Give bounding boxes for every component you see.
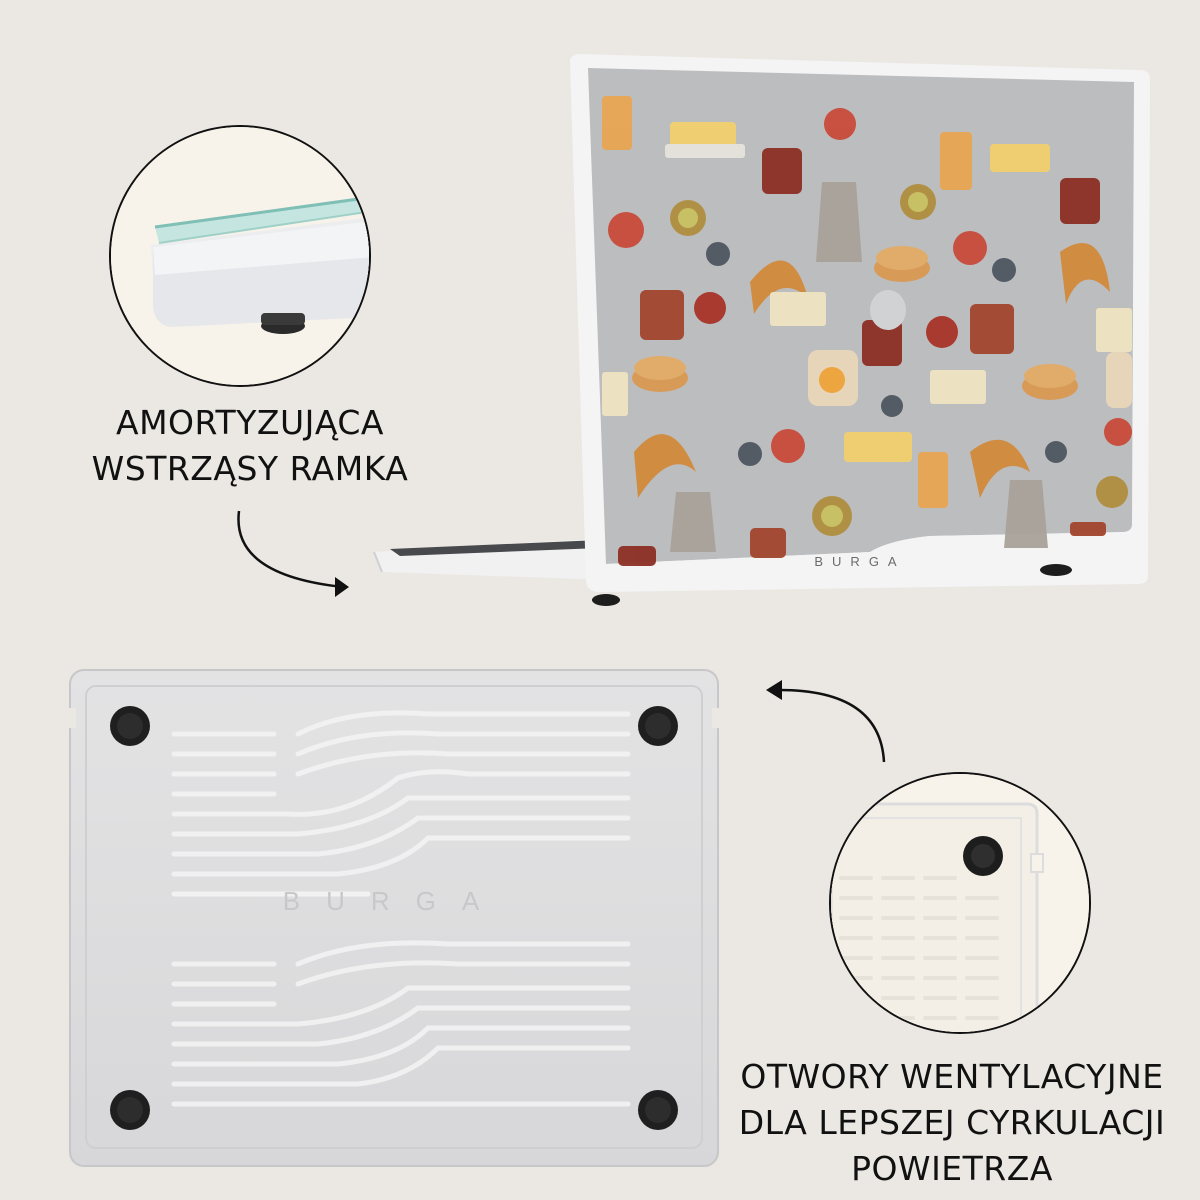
bottom-case-illustration: BURGA	[68, 669, 720, 1167]
vent-slots-bottom	[171, 940, 631, 1107]
feature-bottom-line1: OTWORY WENTYLACYJNE	[740, 1057, 1164, 1096]
curved-arrow-right-icon	[237, 510, 349, 597]
curved-arrow-left-icon	[766, 680, 886, 763]
frame-detail-illustration	[111, 127, 369, 385]
feature-top-line1: AMORTYZUJĄCA	[116, 403, 384, 442]
lid-brand-logo: BURGA	[814, 554, 905, 569]
case-brand-watermark: BURGA	[283, 886, 505, 916]
feature-bottom-line2: DLA LEPSZEJ CYRKULACJI	[738, 1103, 1166, 1142]
breakfast-pattern	[602, 96, 1132, 566]
vent-detail-circle	[829, 772, 1091, 1034]
feature-ventilation-caption: OTWORY WENTYLACYJNE DLA LEPSZEJ CYRKULAC…	[712, 1054, 1192, 1192]
rubber-feet	[110, 706, 678, 1130]
feature-top-line2: WSTRZĄSY RAMKA	[91, 449, 409, 488]
frame-detail-circle	[109, 125, 371, 387]
vent-slots-top	[171, 710, 631, 897]
laptop-open-illustration: BURGA	[373, 54, 1150, 606]
feature-bottom-line3: POWIETRZA	[851, 1149, 1053, 1188]
bottom-case: BURGA	[68, 668, 720, 1168]
vent-detail-illustration	[831, 774, 1089, 1032]
feature-shock-frame-caption: AMORTYZUJĄCA WSTRZĄSY RAMKA	[60, 400, 440, 492]
